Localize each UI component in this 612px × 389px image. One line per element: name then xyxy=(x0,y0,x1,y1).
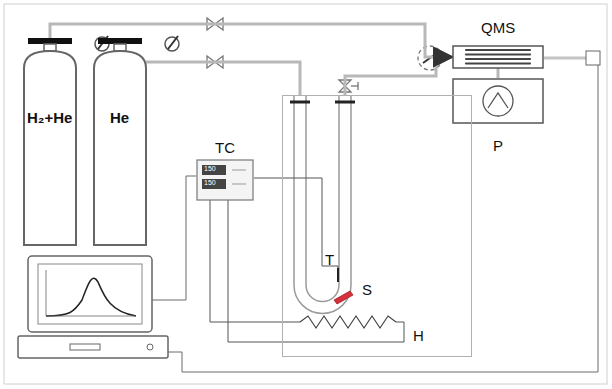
heater-wires xyxy=(210,200,404,342)
vacuum-pump: P xyxy=(452,78,544,160)
node-label: He xyxy=(110,110,129,127)
gas-cylinder: He xyxy=(88,38,152,248)
gas-cylinder-outline xyxy=(18,38,82,248)
gas-line xyxy=(146,62,300,95)
gas-cylinder: H₂+He xyxy=(18,38,82,248)
pressure-gauges xyxy=(95,36,179,51)
node-label: TC xyxy=(215,140,235,157)
heater-coil xyxy=(300,316,396,328)
frame xyxy=(4,4,607,384)
display-reading: 150 xyxy=(204,179,216,187)
thermocouple xyxy=(337,268,339,282)
sample xyxy=(334,291,353,304)
mass-spectrometer: QMS xyxy=(452,18,544,70)
display-reading: 150 xyxy=(204,165,216,173)
thermocouple-label: T xyxy=(325,252,334,269)
node-label: P xyxy=(493,138,503,155)
thermocouple-wire xyxy=(282,178,338,268)
node-label: H xyxy=(413,328,424,345)
furnace-region: H xyxy=(282,95,472,357)
sample-label: S xyxy=(362,282,372,299)
signal-cables xyxy=(152,65,598,372)
gas-line xyxy=(345,57,452,95)
flange xyxy=(586,51,600,65)
gas-cylinder-outline xyxy=(88,38,152,248)
computer xyxy=(18,256,168,358)
valves xyxy=(207,18,358,92)
signal-wire xyxy=(254,178,282,179)
gas-line xyxy=(497,68,500,78)
gas-pipes xyxy=(120,38,586,62)
node-label: QMS xyxy=(481,20,515,37)
node-label: H₂+He xyxy=(27,110,72,127)
